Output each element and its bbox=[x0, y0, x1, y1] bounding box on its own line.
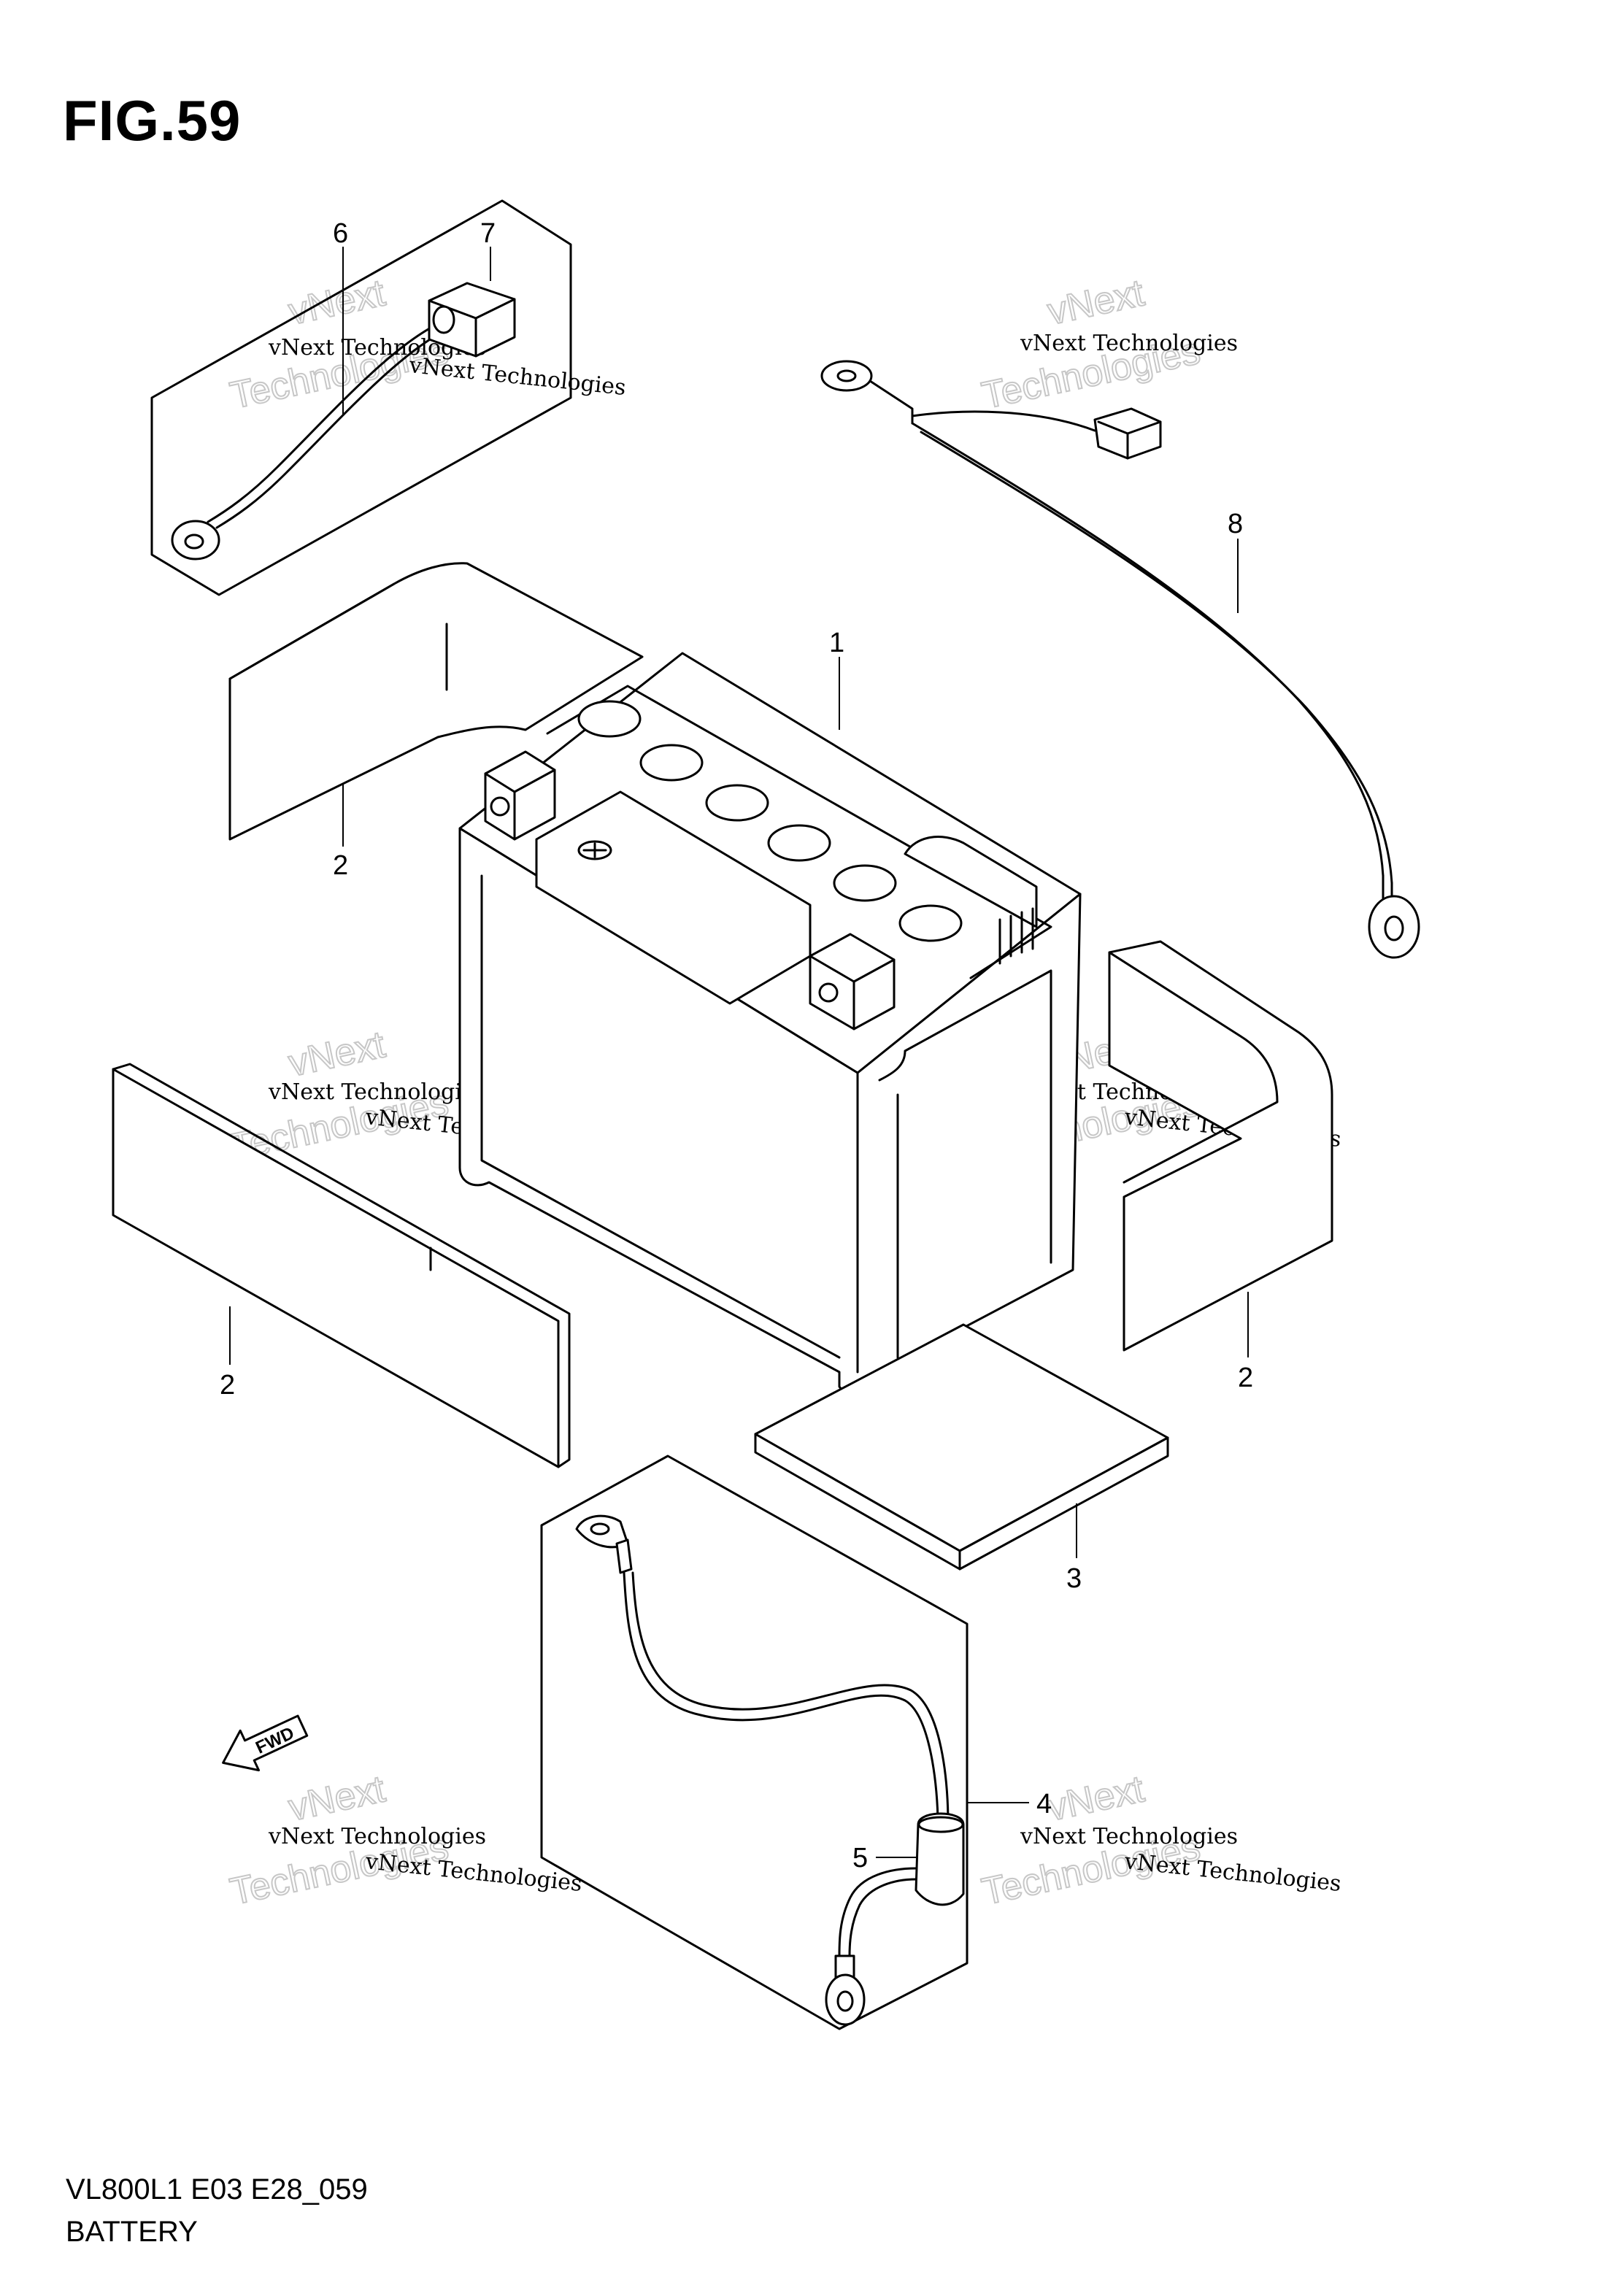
callout-2-upper: 2 bbox=[333, 850, 348, 881]
watermark-bottom-left: vNext Technologies vNext Technologies vN… bbox=[226, 1767, 583, 1914]
watermark-small-text: vNext Technologies bbox=[1020, 331, 1238, 356]
cap-wire bbox=[838, 1867, 917, 1957]
battery-front-recess bbox=[480, 874, 841, 1359]
watermark-small-text: vNext Technologies bbox=[1020, 1824, 1238, 1849]
assembly-box-outline bbox=[150, 199, 572, 596]
callout-2-left: 2 bbox=[220, 1370, 235, 1401]
part-2-right-spacer: 2 bbox=[1108, 940, 1333, 1393]
coupler-edges bbox=[1097, 420, 1162, 460]
pad-side bbox=[958, 1436, 1169, 1571]
watermark-small-text: vNext Technologies bbox=[1123, 1849, 1342, 1897]
negative-terminal-edges bbox=[809, 955, 896, 1030]
ground-wire-edge bbox=[631, 1571, 950, 1826]
watermark-small-text: vNext Technologies bbox=[407, 353, 627, 401]
spacer-fold bbox=[1108, 951, 1279, 1184]
fwd-arrow-shape bbox=[222, 1714, 309, 1772]
figure-title: FIG.59 bbox=[63, 88, 242, 153]
positive-terminal bbox=[484, 750, 556, 841]
vent-cap-5 bbox=[833, 864, 897, 902]
callout-3: 3 bbox=[1066, 1563, 1082, 1594]
battery-side-recess bbox=[878, 969, 1052, 1264]
callout-8: 8 bbox=[1228, 509, 1243, 539]
callout-4: 4 bbox=[1036, 1789, 1052, 1819]
vent-cap-6 bbox=[898, 904, 963, 942]
cap-rim bbox=[917, 1816, 964, 1833]
part-2-upper-spacer: 2 bbox=[228, 562, 644, 881]
callout-1: 1 bbox=[829, 628, 844, 658]
part-4-5-assembly: 4 5 bbox=[540, 1455, 1052, 2030]
part-6-7-assembly: 6 7 bbox=[150, 199, 572, 596]
vent-cap-3 bbox=[705, 784, 769, 822]
part-7-connector bbox=[428, 282, 516, 358]
cap-wire-edge bbox=[848, 1878, 917, 1957]
watermark-big-word-1: vNext bbox=[1044, 271, 1148, 333]
terminal-neck-top bbox=[869, 380, 914, 425]
part-2-left-spacer: 2 bbox=[112, 1063, 571, 1468]
lead-wire-edge bbox=[215, 325, 454, 529]
branch-wire bbox=[911, 410, 1096, 432]
watermark-big-word-1: vNext bbox=[285, 1023, 389, 1085]
positive-terminal-edges bbox=[484, 768, 556, 841]
part-8-lead-wire: 8 bbox=[820, 360, 1420, 959]
watermark-big-word-1: vNext bbox=[285, 271, 389, 333]
watermark-big-word-1: vNext bbox=[285, 1768, 389, 1829]
ring-terminal-top-hole bbox=[836, 369, 857, 382]
spacer-thickness bbox=[112, 1063, 571, 1468]
callout-6: 6 bbox=[333, 218, 348, 249]
main-wire bbox=[911, 422, 1385, 877]
spacer-edge bbox=[228, 582, 396, 680]
watermark-big-word-1: vNext bbox=[1044, 1768, 1148, 1829]
assembly-box-outline bbox=[540, 1455, 969, 2030]
spacer-panel bbox=[1108, 940, 1333, 1352]
connector-port bbox=[432, 305, 455, 334]
ring-terminal-top-hole bbox=[590, 1522, 610, 1536]
watermark-top-right: vNext Technologies vNext Technologies bbox=[977, 271, 1238, 417]
part-1-battery: 1 bbox=[458, 628, 1082, 1396]
vent-cap-1 bbox=[577, 700, 642, 738]
vent-cap-4 bbox=[767, 824, 831, 862]
battery-vent-fins bbox=[998, 907, 1034, 965]
vent-rounded-end bbox=[904, 836, 1038, 928]
vent-cap-2 bbox=[639, 744, 704, 782]
callout-7: 7 bbox=[480, 218, 496, 249]
positive-terminal-bolt bbox=[490, 796, 510, 817]
ground-wire bbox=[623, 1571, 939, 1826]
watermark-small-text: vNext Technologies bbox=[363, 1849, 583, 1897]
watermark-bottom-right: vNext Technologies vNext Technologies vN… bbox=[977, 1767, 1342, 1914]
spacer-panel bbox=[228, 562, 644, 841]
callout-2-right: 2 bbox=[1238, 1363, 1253, 1393]
ring-terminal-bottom-hole bbox=[1384, 915, 1404, 941]
lead-wire bbox=[207, 320, 445, 523]
terminal-sleeve-top bbox=[615, 1538, 633, 1574]
watermark-top-left: vNext Technologies vNext Technologies vN… bbox=[226, 271, 627, 417]
callout-5: 5 bbox=[852, 1843, 868, 1873]
watermark-small-text: vNext Technologies bbox=[268, 1824, 486, 1849]
section-name: BATTERY bbox=[66, 2216, 198, 2248]
model-code: VL800L1 E03 E28_059 bbox=[66, 2173, 368, 2206]
main-wire-edge bbox=[920, 431, 1393, 885]
negative-terminal-bolt bbox=[818, 982, 839, 1003]
ring-terminal-hole bbox=[184, 533, 204, 550]
forward-arrow-icon: FWD bbox=[222, 1714, 309, 1772]
part-5-cap bbox=[915, 1812, 965, 1906]
ring-terminal-bottom-hole bbox=[836, 1990, 854, 2012]
watermark-small-text: vNext Technologies bbox=[268, 1079, 486, 1105]
part-3-pad: 3 bbox=[754, 1323, 1169, 1594]
